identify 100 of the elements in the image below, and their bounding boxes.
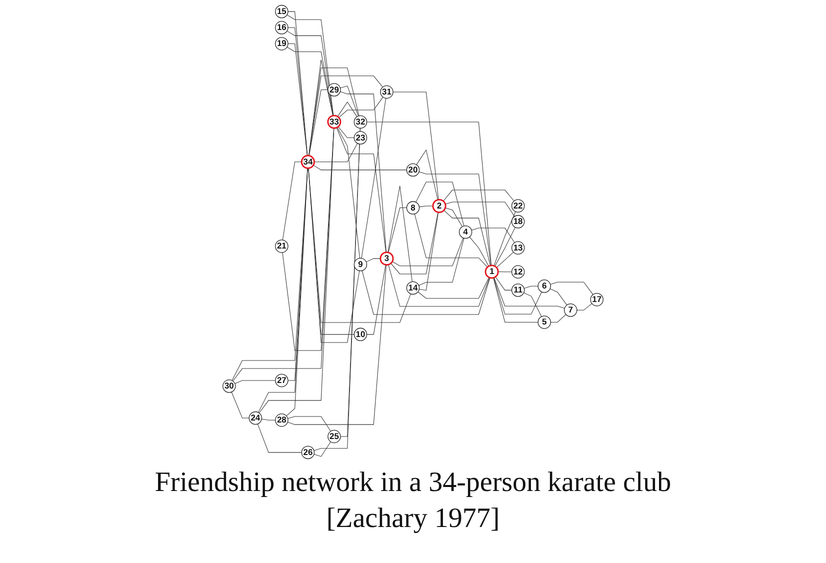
connector [524, 292, 542, 317]
connector [287, 416, 332, 432]
connector [313, 164, 407, 170]
node-circle: 2 [432, 199, 446, 213]
connector [366, 258, 381, 262]
node-circle: 29 [328, 83, 341, 96]
connector [550, 288, 568, 306]
connector [445, 202, 515, 217]
connector [388, 264, 490, 307]
connector [287, 264, 386, 425]
node-circle: 24 [248, 411, 262, 425]
node-circle: 15 [275, 4, 288, 18]
connector [340, 86, 359, 116]
connector [286, 30, 334, 116]
node-circle: 3 [380, 252, 394, 266]
connector [445, 208, 463, 227]
connector [392, 238, 464, 266]
connector [338, 126, 354, 138]
connector [231, 392, 250, 418]
connector [524, 286, 538, 289]
connector [493, 277, 542, 314]
connector [308, 90, 328, 156]
connector [261, 418, 276, 420]
connector [308, 168, 412, 323]
node-circle: 13 [511, 241, 525, 254]
connector [418, 277, 490, 299]
node-circle: 19 [275, 37, 288, 50]
node-circle: 22 [511, 199, 525, 212]
node-circle: 28 [275, 414, 288, 427]
node-circle: 9 [354, 258, 368, 272]
connector [444, 210, 491, 266]
connector [494, 211, 516, 266]
connector [314, 128, 360, 451]
node-circle: 25 [328, 430, 341, 444]
connector [418, 172, 492, 266]
connector [469, 236, 490, 266]
connector [336, 127, 360, 259]
connector [234, 380, 276, 384]
node-circle: 11 [511, 284, 525, 297]
node-circle: 33 [327, 114, 342, 129]
connector [232, 128, 334, 382]
node-circle: 4 [458, 225, 472, 239]
connector [308, 60, 334, 156]
node-circle: 1 [484, 264, 499, 279]
connector [418, 206, 434, 208]
connector [471, 228, 515, 243]
node-circle: 12 [511, 265, 525, 278]
connector [314, 143, 358, 162]
connector [366, 264, 386, 335]
connector [418, 212, 439, 291]
connector [308, 76, 384, 156]
node-circle: 17 [590, 292, 604, 306]
connector [416, 182, 464, 226]
node-circle: 8 [406, 201, 420, 214]
connector [414, 214, 488, 268]
node-circle: 27 [275, 374, 288, 388]
connector [336, 127, 386, 253]
node-circle: 32 [354, 115, 368, 129]
connector [576, 303, 592, 310]
connector [443, 190, 514, 202]
node-circle: 5 [538, 316, 551, 329]
connector [550, 314, 566, 322]
connector [257, 424, 302, 453]
connector [286, 168, 308, 416]
connector [416, 149, 438, 200]
node-circle: 20 [406, 163, 420, 177]
connector [340, 91, 386, 253]
node-circle: 10 [354, 328, 368, 342]
connector [282, 162, 302, 240]
node-circle: 6 [538, 280, 551, 293]
connector [388, 186, 412, 282]
connector [286, 46, 334, 116]
node-circle: 23 [354, 131, 368, 144]
node-circle: 26 [301, 446, 315, 460]
node-circle: 31 [380, 85, 394, 99]
connector [392, 92, 439, 200]
node-circle: 16 [275, 21, 288, 34]
connector [496, 252, 514, 268]
connector [494, 277, 565, 309]
connector [362, 270, 490, 315]
connector [390, 212, 438, 274]
caption: Friendship network in a 34-person karate club [Zachary 1977] [154, 466, 672, 536]
connector [493, 278, 538, 322]
node-circle: 21 [275, 240, 288, 253]
connector [550, 282, 594, 295]
connector [308, 68, 360, 156]
node-circle: 30 [222, 380, 236, 393]
connector [286, 14, 334, 116]
node-circle: 7 [564, 304, 578, 317]
connector [338, 96, 384, 118]
connector [314, 442, 332, 457]
node-circle: 18 [511, 215, 525, 228]
connector [494, 227, 516, 266]
connector [418, 238, 464, 286]
connector [232, 168, 308, 381]
connector [361, 98, 386, 259]
connector [495, 276, 512, 290]
node-circle: 14 [406, 281, 420, 295]
connector [388, 208, 407, 253]
node-circle: 34 [300, 154, 315, 169]
